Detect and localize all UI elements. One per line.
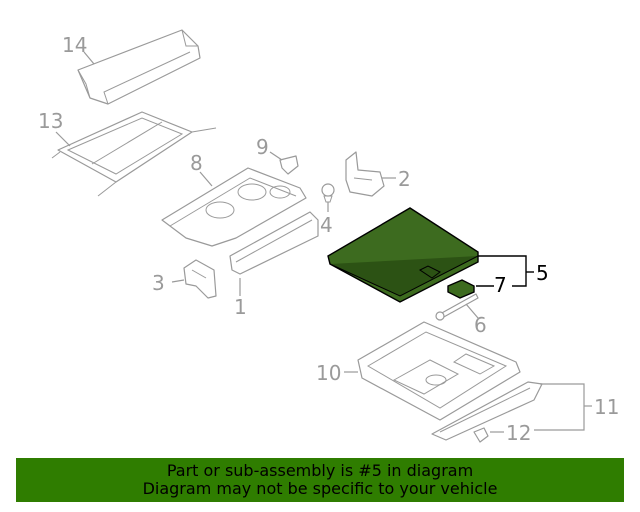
leader-9 — [269, 151, 283, 161]
leader-14 — [83, 51, 95, 65]
leader-3 — [171, 279, 185, 283]
callout-6: 6 — [474, 313, 487, 337]
info-banner: Part or sub-assembly is #5 in diagram Di… — [16, 458, 624, 502]
callout-11: 11 — [594, 395, 619, 419]
callout-7: 7 — [494, 273, 507, 297]
callout-1: 1 — [234, 295, 247, 319]
callout-13: 13 — [38, 109, 63, 133]
part-14-package-tray[interactable] — [77, 29, 201, 105]
parts-diagram: 14 13 9 8 2 4 1 — [38, 29, 619, 445]
banner-line-2: Diagram may not be specific to your vehi… — [142, 479, 498, 498]
part-5-load-floor-panel[interactable] — [327, 207, 479, 303]
part-6-pin[interactable] — [435, 293, 479, 321]
part-9-clip[interactable] — [279, 155, 299, 175]
part-4-fastener[interactable] — [321, 183, 335, 203]
part-1-trim-rail[interactable] — [229, 211, 319, 275]
part-7-latch[interactable] — [447, 279, 475, 299]
leader-5 — [478, 255, 527, 287]
callout-3: 3 — [152, 271, 165, 295]
callout-14: 14 — [62, 33, 87, 57]
callout-5: 5 — [536, 261, 549, 285]
callout-8: 8 — [190, 151, 203, 175]
part-8-floor-board[interactable] — [161, 167, 307, 247]
callout-12: 12 — [506, 421, 531, 445]
part-2-side-bracket[interactable] — [345, 151, 385, 197]
part-10-storage-tray[interactable] — [357, 321, 521, 421]
part-11-sill-trim[interactable] — [431, 381, 543, 441]
leader-13 — [55, 131, 71, 147]
part-13-net-frame[interactable] — [51, 111, 217, 197]
callout-10: 10 — [316, 361, 341, 385]
callout-2: 2 — [398, 167, 411, 191]
part-3-corner-bracket[interactable] — [183, 259, 217, 299]
part-12-clip[interactable] — [473, 427, 489, 443]
leader-8 — [199, 171, 213, 187]
callout-4: 4 — [320, 213, 333, 237]
leader-6 — [465, 303, 479, 319]
banner-line-1: Part or sub-assembly is #5 in diagram — [166, 461, 474, 480]
callout-9: 9 — [256, 135, 269, 159]
leader-11 — [534, 383, 585, 431]
